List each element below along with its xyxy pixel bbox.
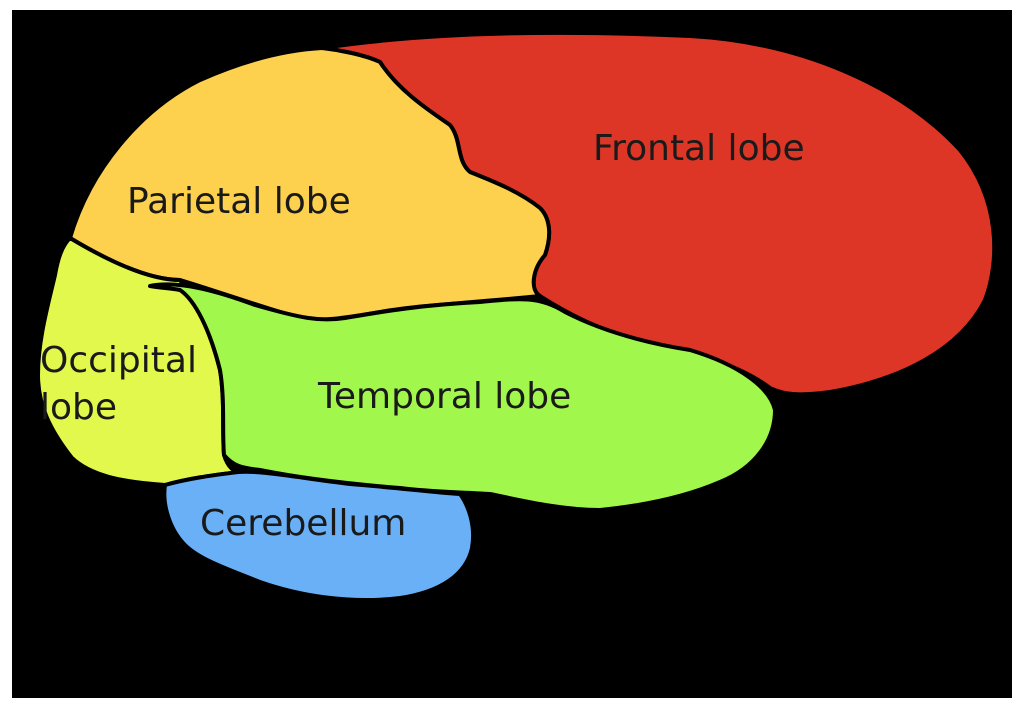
temporal-lobe-label: Temporal lobe [317,376,571,417]
occipital-lobe-label-line2: lobe [40,387,117,428]
parietal-lobe-label: Parietal lobe [127,181,351,222]
frontal-lobe-label: Frontal lobe [593,128,805,169]
occipital-lobe-label-line1: Occipital [40,340,197,381]
cerebellum-label: Cerebellum [200,503,406,544]
